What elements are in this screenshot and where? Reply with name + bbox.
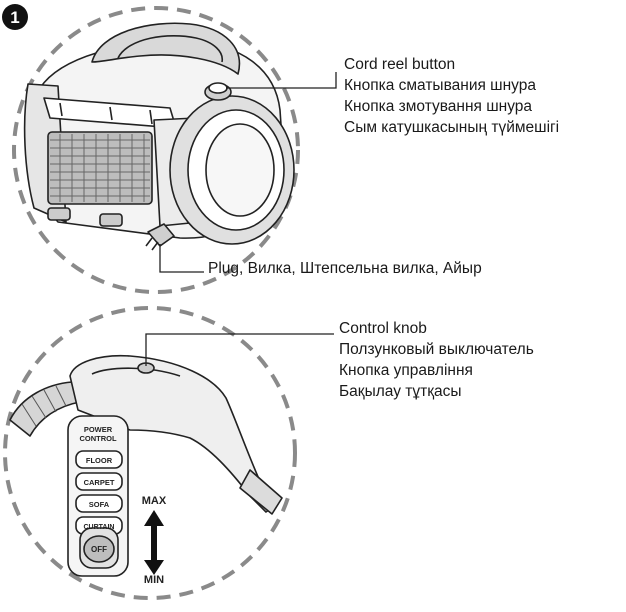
mode-button-sofa (75, 494, 123, 513)
control-knob-label-ru: Ползунковый выключатель (339, 341, 534, 358)
mode-button-floor (75, 450, 123, 469)
control-knob-label-en: Control knob (339, 320, 427, 337)
mode-label-sofa: SOFA (89, 500, 110, 509)
max-min-arrow (144, 510, 164, 575)
power-control-heading-1: POWER (84, 425, 113, 434)
mode-button-carpet (75, 472, 123, 491)
bottom-detail-circle (3, 306, 297, 600)
plug-callout: Plug, Вилка, Штепсельна вилка, Айыр (208, 258, 482, 279)
vacuum-body-illustration (23, 22, 295, 251)
cord-reel-callout: Cord reel button Кнопка сматывания шнура… (344, 54, 559, 138)
power-control-heading-2: CONTROL (79, 434, 116, 443)
max-label: MAX (142, 495, 167, 507)
mode-label-floor: FLOOR (86, 456, 113, 465)
top-detail-circle (12, 6, 300, 294)
step-number: 1 (10, 8, 19, 27)
mode-label-carpet: CARPET (84, 478, 115, 487)
control-knob-leader-line (145, 333, 334, 366)
cord-reel-leader-line (226, 72, 337, 89)
plug-leader-line (159, 244, 204, 273)
plug-label: Plug, Вилка, Штепсельна вилка, Айыр (208, 260, 482, 277)
off-label: OFF (91, 545, 107, 554)
cord-reel-label-uk: Кнопка змотування шнура (344, 98, 533, 115)
control-knob-label-kk: Бақылау тұтқасы (339, 383, 462, 400)
min-label: MIN (144, 574, 164, 586)
off-knob (83, 535, 115, 563)
cord-reel-label-ru: Кнопка сматывания шнура (344, 77, 536, 94)
hose-handle-illustration (9, 354, 283, 577)
control-knob-callout: Control knob Ползунковый выключатель Кно… (339, 318, 534, 402)
cord-reel-label-kk: Сым катушкасының түймешігі (344, 119, 560, 136)
cord-reel-label-en: Cord reel button (344, 56, 456, 73)
control-knob-label-uk: Кнопка управління (339, 362, 473, 379)
step-number-badge: 1 (2, 4, 28, 30)
mode-label-curtain: CURTAIN (84, 524, 115, 531)
